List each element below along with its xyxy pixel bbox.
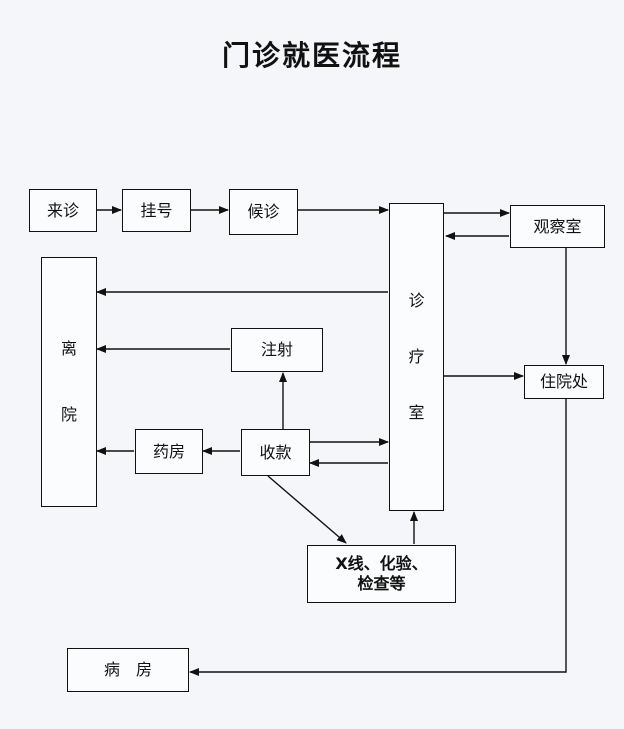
arrow-inpatient-to-ward <box>189 398 567 676</box>
node-ward: 病 房 <box>67 648 189 692</box>
node-leave-hospital: 离 院 <box>41 257 97 507</box>
node-pharmacy-label: 药房 <box>152 441 185 461</box>
node-observation-room: 观察室 <box>510 205 605 248</box>
node-inpatient-office: 住院处 <box>524 365 604 399</box>
node-consultation-room: 诊 疗 室 <box>389 203 444 511</box>
node-consultation-char-3: 室 <box>408 403 425 422</box>
node-exams: X线、化验、 检查等 <box>307 545 456 603</box>
node-payment-label: 收款 <box>259 442 292 462</box>
node-ward-label: 病 房 <box>103 660 152 679</box>
node-leave-char-2: 院 <box>60 405 77 424</box>
node-consultation-char-2: 疗 <box>408 347 425 366</box>
node-payment: 收款 <box>241 429 310 476</box>
node-inpatient-label: 住院处 <box>539 372 588 391</box>
node-injection-label: 注射 <box>260 340 293 359</box>
node-waiting: 候诊 <box>229 189 298 235</box>
node-arrival: 来诊 <box>29 189 97 232</box>
node-leave-char-1: 离 <box>60 339 77 358</box>
node-exams-line-2: 检查等 <box>357 574 406 593</box>
node-pharmacy: 药房 <box>135 429 203 474</box>
node-arrival-label: 来诊 <box>46 200 79 220</box>
node-injection: 注射 <box>231 328 323 372</box>
node-registration-label: 挂号 <box>140 200 173 220</box>
arrow-payment-to-exams <box>267 475 347 544</box>
node-waiting-label: 候诊 <box>247 202 280 221</box>
node-registration: 挂号 <box>122 189 191 232</box>
node-consultation-char-1: 诊 <box>408 291 425 310</box>
node-exams-line-1: X线、化验、 <box>335 554 428 573</box>
page-title: 门诊就医流程 <box>221 39 402 72</box>
node-observation-label: 观察室 <box>533 216 582 236</box>
